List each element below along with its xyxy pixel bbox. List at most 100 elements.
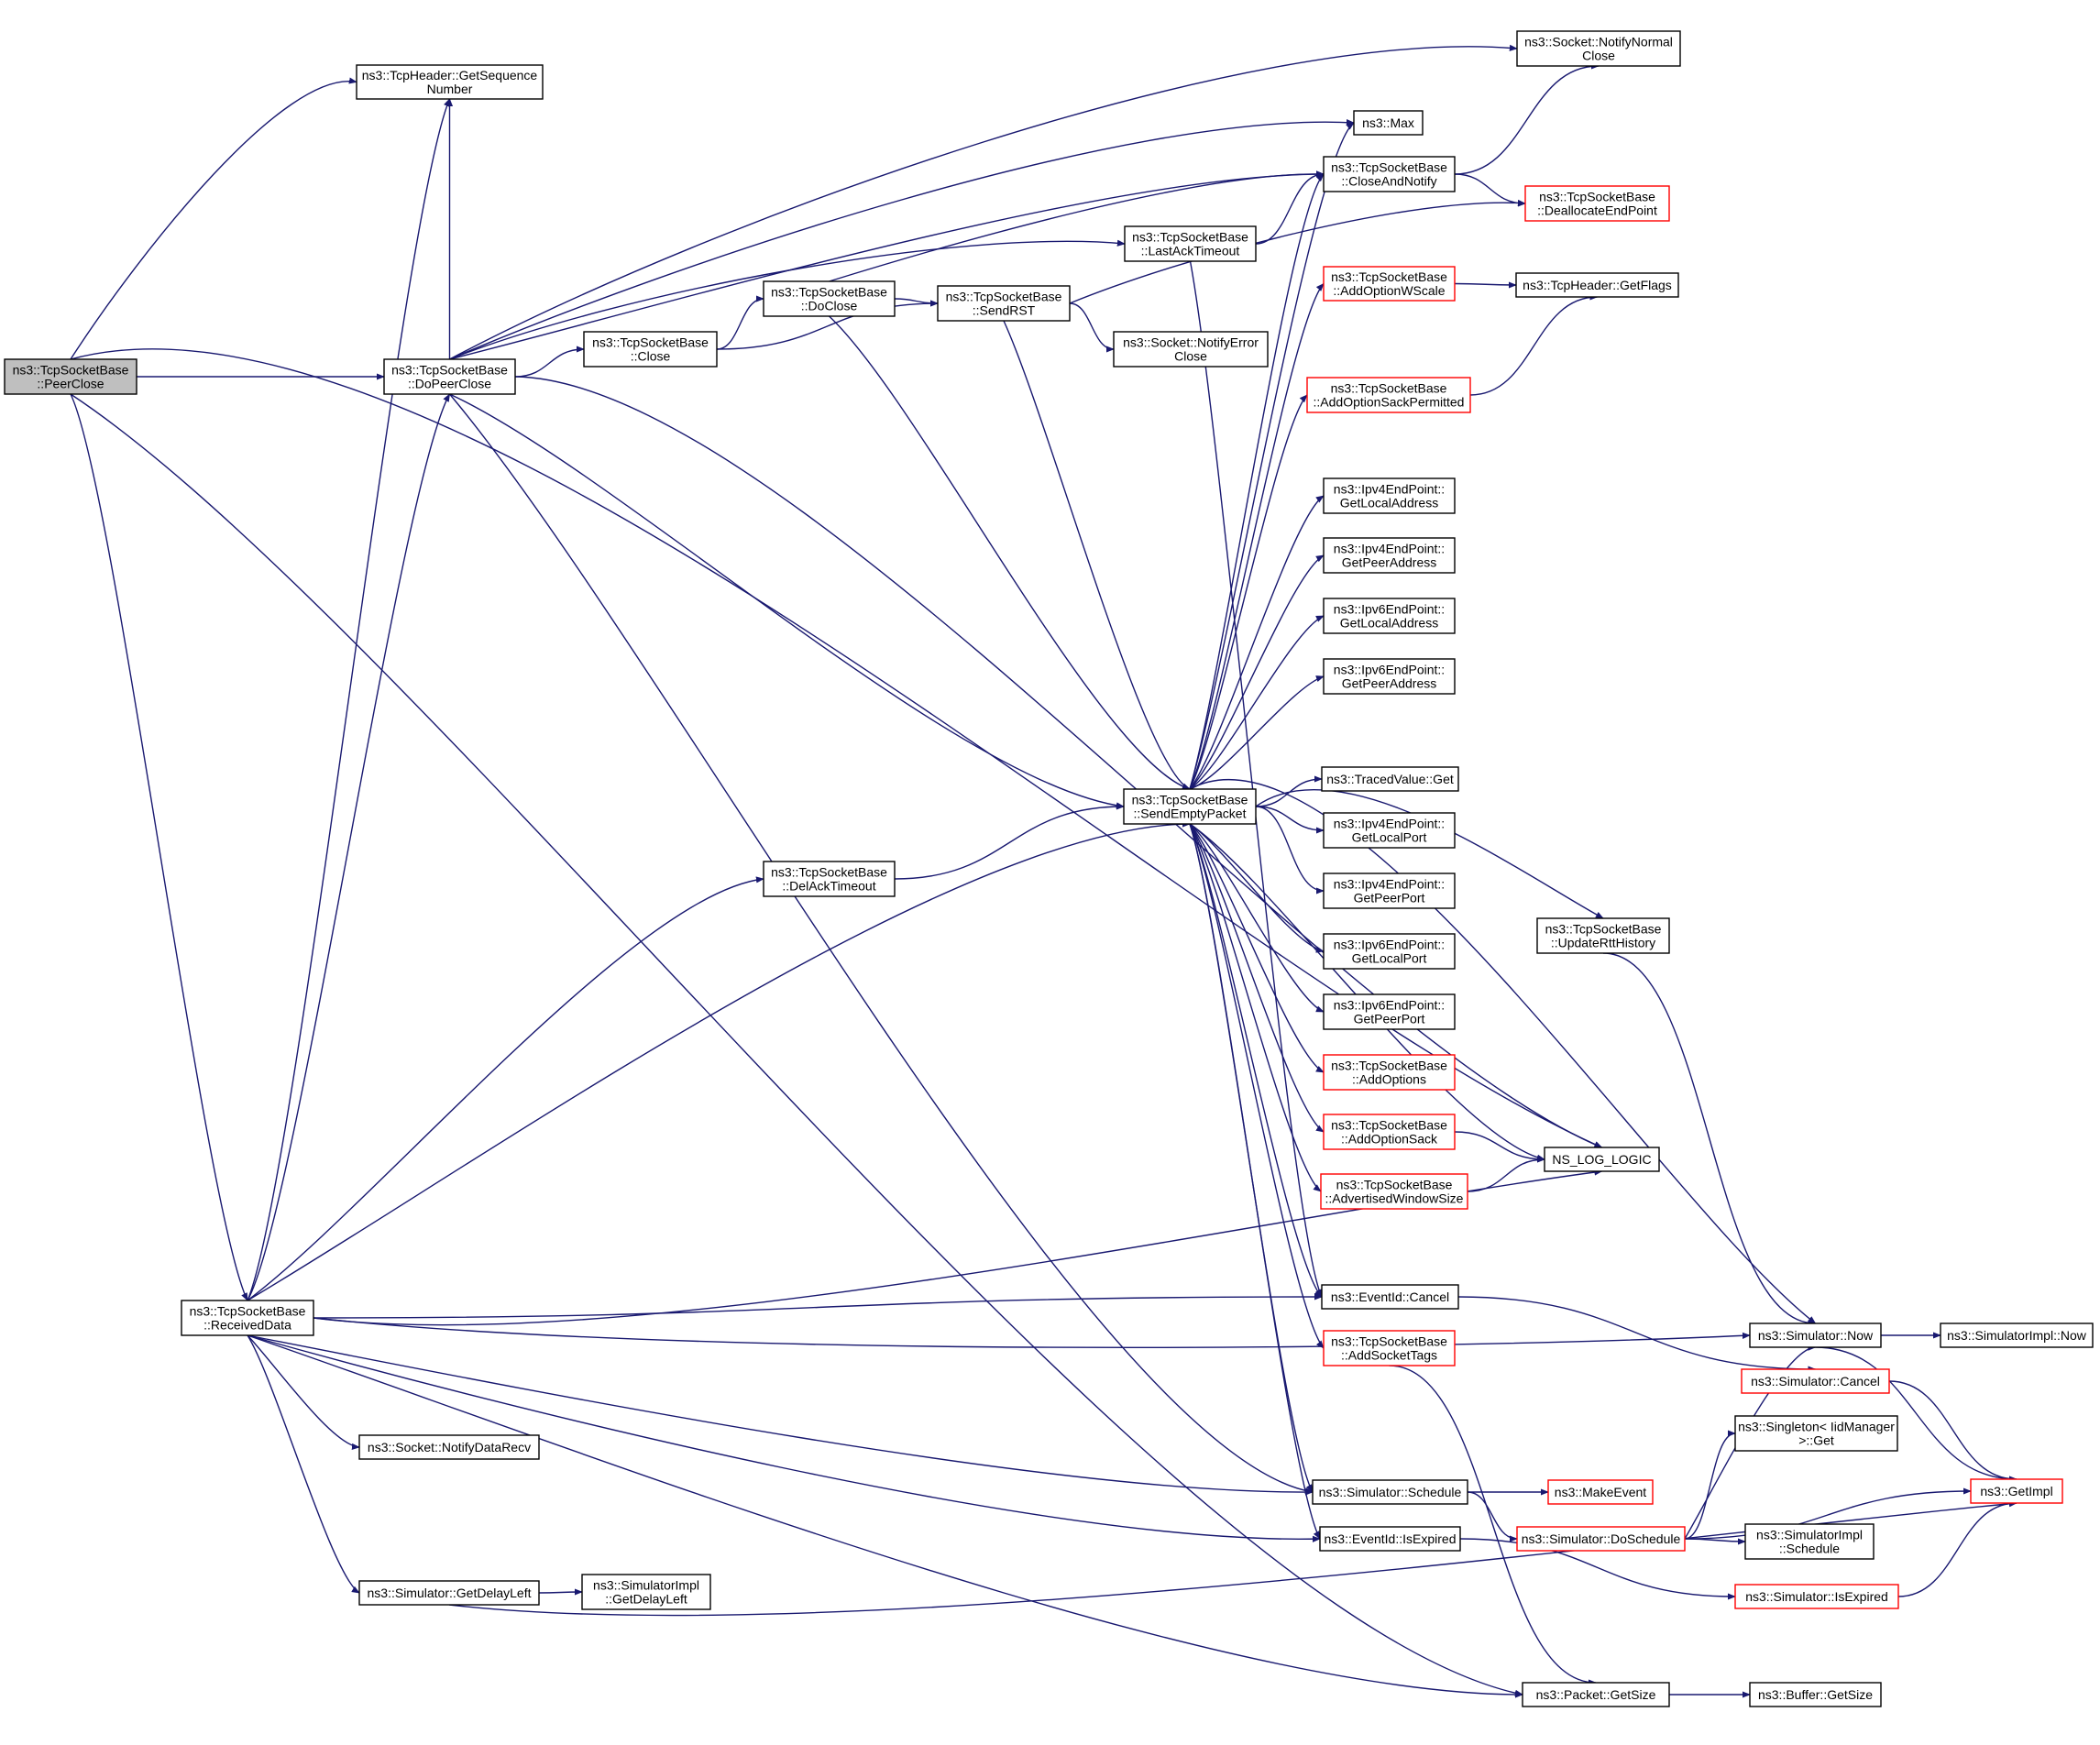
node-box xyxy=(1323,598,1456,634)
function-node-pktgetsize[interactable]: ns3::Packet::GetSize xyxy=(1522,1682,1670,1707)
node-box xyxy=(1749,1682,1882,1707)
node-box xyxy=(1306,377,1471,413)
function-node-sendempty[interactable]: ns3::TcpSocketBase::SendEmptyPacket xyxy=(1123,788,1257,825)
function-node-sendrst[interactable]: ns3::TcpSocketBase::SendRST xyxy=(937,285,1071,322)
function-node-getflags[interactable]: ns3::TcpHeader::GetFlags xyxy=(1515,272,1679,298)
node-box xyxy=(4,358,137,395)
node-label-line: ns3::Socket::NotifyNormal xyxy=(1524,35,1673,49)
node-label-line: GetLocalPort xyxy=(1352,951,1427,966)
function-node-ipv6peer[interactable]: ns3::Ipv6EndPoint::GetPeerAddress xyxy=(1323,658,1456,695)
function-node-implgetdelay[interactable]: ns3::SimulatorImpl::GetDelayLeft xyxy=(581,1574,711,1610)
node-label-line: ns3::TcpSocketBase xyxy=(1132,230,1248,245)
node-label-line: ns3::TcpSocketBase xyxy=(1331,381,1447,396)
function-node-ipv6pport[interactable]: ns3::Ipv6EndPoint::GetPeerPort xyxy=(1323,993,1456,1030)
function-node-simschedule[interactable]: ns3::Simulator::Schedule xyxy=(1312,1479,1468,1505)
function-node-tracedget[interactable]: ns3::TracedValue::Get xyxy=(1321,766,1459,792)
node-label-line: ::Schedule xyxy=(1779,1542,1840,1556)
node-box xyxy=(1744,1523,1875,1560)
function-node-ipv4pport[interactable]: ns3::Ipv4EndPoint::GetPeerPort xyxy=(1323,872,1456,909)
call-edge-sendempty-to-closeandnotify xyxy=(1189,173,1325,790)
call-edge-receiveddata-to-simnow xyxy=(313,1317,1751,1349)
node-label-line: GetPeerAddress xyxy=(1342,555,1437,570)
call-edge-closeandnotify-to-dealloc xyxy=(1454,173,1526,207)
call-edge-sendempty-to-ipv6peer xyxy=(1189,675,1325,790)
function-node-addwscale[interactable]: ns3::TcpSocketBase::AddOptionWScale xyxy=(1323,266,1456,302)
call-edge-doclose-to-sendempty xyxy=(829,315,1191,790)
node-label-line: ::AdvertisedWindowSize xyxy=(1325,1191,1464,1206)
function-node-ipv6local[interactable]: ns3::Ipv6EndPoint::GetLocalAddress xyxy=(1323,598,1456,634)
function-node-implschedule[interactable]: ns3::SimulatorImpl::Schedule xyxy=(1744,1523,1875,1560)
node-label-line: ::SendRST xyxy=(973,303,1036,318)
call-edge-simisexpired-to-getimpl xyxy=(1897,1499,2018,1597)
node-label-line: ns3::TcpSocketBase xyxy=(1331,269,1447,284)
node-label-line: ns3::TcpSocketBase xyxy=(1545,922,1662,937)
function-node-closeandnotify[interactable]: ns3::TcpSocketBase::CloseAndNotify xyxy=(1323,156,1456,192)
function-node-getimpl[interactable]: ns3::GetImpl xyxy=(1970,1478,2063,1504)
function-node-close[interactable]: ns3::TcpSocketBase::Close xyxy=(583,331,718,368)
function-node-advwin[interactable]: ns3::TcpSocketBase::AdvertisedWindowSize xyxy=(1320,1173,1468,1210)
function-node-ipv6lport[interactable]: ns3::Ipv6EndPoint::GetLocalPort xyxy=(1323,933,1456,970)
node-label-line: ns3::TcpSocketBase xyxy=(1539,190,1655,204)
call-edge-doschedule-to-singleton xyxy=(1684,1430,1736,1540)
call-edge-lastack-to-closeandnotify xyxy=(1255,170,1325,245)
function-node-singleton[interactable]: ns3::Singleton< IidManager>::Get xyxy=(1734,1415,1898,1452)
node-box xyxy=(763,280,896,317)
function-node-delack[interactable]: ns3::TcpSocketBase::DelAckTimeout xyxy=(763,861,896,897)
function-node-doclose[interactable]: ns3::TcpSocketBase::DoClose xyxy=(763,280,896,317)
call-edge-sendrst-to-sendempty xyxy=(1003,320,1191,790)
call-edge-sendempty-to-simschedule xyxy=(1189,823,1314,1493)
function-node-peerclose[interactable]: ns3::TcpSocketBase::PeerClose xyxy=(4,358,137,395)
node-box xyxy=(1323,1114,1456,1150)
call-edge-sendempty-to-addsockettags xyxy=(1189,823,1325,1349)
call-edge-addwscale-to-getflags xyxy=(1454,281,1517,289)
node-label-line: ns3::SimulatorImpl xyxy=(1756,1528,1863,1542)
call-edge-receiveddata-to-dopeerclose xyxy=(247,393,451,1301)
node-label-line: ns3::MakeEvent xyxy=(1555,1485,1646,1499)
function-node-addoptions[interactable]: ns3::TcpSocketBase::AddOptions xyxy=(1323,1054,1456,1091)
function-node-ipv4peer[interactable]: ns3::Ipv4EndPoint::GetPeerAddress xyxy=(1323,537,1456,574)
call-edge-sendempty-to-simnow xyxy=(1189,779,1817,1324)
node-label-line: GetLocalPort xyxy=(1352,830,1427,845)
function-node-dopeerclose[interactable]: ns3::TcpSocketBase::DoPeerClose xyxy=(383,358,516,395)
function-node-simnow[interactable]: ns3::Simulator::Now xyxy=(1749,1322,1882,1348)
call-edge-receiveddata-to-evcancel xyxy=(313,1293,1323,1319)
node-label-line: ::Close xyxy=(631,349,671,364)
function-node-simimplnow[interactable]: ns3::SimulatorImpl::Now xyxy=(1940,1322,2094,1348)
function-node-dealloc[interactable]: ns3::TcpSocketBase::DeallocateEndPoint xyxy=(1524,185,1670,222)
node-label-line: ns3::TcpSocketBase xyxy=(1132,793,1248,807)
node-box xyxy=(1547,1479,1654,1505)
function-node-evcancel[interactable]: ns3::EventId::Cancel xyxy=(1321,1284,1459,1310)
call-edge-lastack-to-evcancel xyxy=(1189,260,1323,1298)
call-edge-sendempty-to-addoptions xyxy=(1189,823,1325,1073)
function-node-makeevent[interactable]: ns3::MakeEvent xyxy=(1547,1479,1654,1505)
function-node-addsockettags[interactable]: ns3::TcpSocketBase::AddSocketTags xyxy=(1323,1330,1456,1366)
function-node-bufgetsize[interactable]: ns3::Buffer::GetSize xyxy=(1749,1682,1882,1707)
function-node-nslog[interactable]: NS_LOG_LOGIC xyxy=(1544,1147,1660,1172)
node-label-line: ::DoPeerClose xyxy=(408,377,491,391)
node-label-line: ns3::Ipv4EndPoint:: xyxy=(1334,542,1445,556)
call-edge-dopeerclose-to-max xyxy=(449,118,1355,360)
function-node-addsack[interactable]: ns3::TcpSocketBase::AddOptionSack xyxy=(1323,1114,1456,1150)
function-node-getdelayleft[interactable]: ns3::Simulator::GetDelayLeft xyxy=(358,1580,540,1606)
node-label-line: ns3::TcpSocketBase xyxy=(1331,1059,1447,1073)
call-edge-getdelayleft-to-implgetdelay xyxy=(538,1588,583,1596)
node-label-line: ::CloseAndNotify xyxy=(1341,174,1436,189)
function-node-ipv4local[interactable]: ns3::Ipv4EndPoint::GetLocalAddress xyxy=(1323,477,1456,514)
function-node-simcancel[interactable]: ns3::Simulator::Cancel xyxy=(1741,1368,1890,1394)
call-edge-closeandnotify-to-notifynormal xyxy=(1454,62,1600,175)
function-node-max[interactable]: ns3::Max xyxy=(1353,110,1424,136)
function-node-updatertt[interactable]: ns3::TcpSocketBase::UpdateRttHistory xyxy=(1536,917,1670,954)
node-label-line: ns3::EventId::IsExpired xyxy=(1325,1531,1457,1546)
function-node-ipv4lport[interactable]: ns3::Ipv4EndPoint::GetLocalPort xyxy=(1323,812,1456,849)
function-node-notifydatarecv[interactable]: ns3::Socket::NotifyDataRecv xyxy=(358,1434,540,1460)
function-node-isexpired[interactable]: ns3::EventId::IsExpired xyxy=(1319,1526,1461,1552)
function-node-receiveddata[interactable]: ns3::TcpSocketBase::ReceivedData xyxy=(181,1300,314,1336)
function-node-doschedule[interactable]: ns3::Simulator::DoSchedule xyxy=(1516,1526,1686,1552)
node-box xyxy=(1536,917,1670,954)
function-node-lastack[interactable]: ns3::TcpSocketBase::LastAckTimeout xyxy=(1124,225,1257,262)
function-node-simisexpired[interactable]: ns3::Simulator::IsExpired xyxy=(1734,1584,1899,1609)
function-node-addsackperm[interactable]: ns3::TcpSocketBase::AddOptionSackPermitt… xyxy=(1306,377,1471,413)
